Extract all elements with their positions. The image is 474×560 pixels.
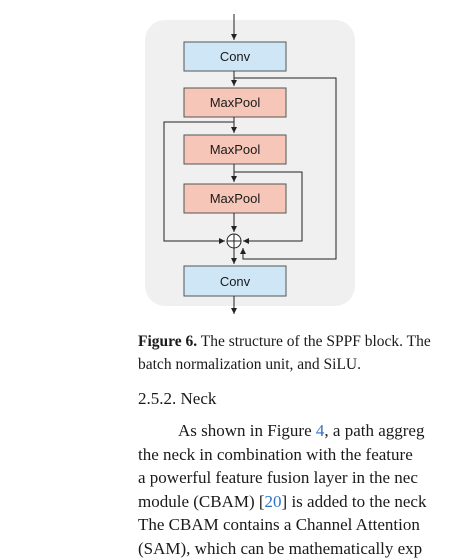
para-line-4-pre: module (CBAM) [ <box>138 492 265 511</box>
maxpool-1-label: MaxPool <box>210 95 261 110</box>
para-line-3: a powerful feature fusion layer in the n… <box>138 466 426 490</box>
para-line-1-pre: As shown in Figure <box>178 421 316 440</box>
section-heading: 2.5.2. Neck <box>138 389 216 409</box>
para-line-4: module (CBAM) [20] is added to the neck <box>138 490 426 514</box>
caption-label: Figure 6. <box>138 333 197 350</box>
figure-caption: Figure 6. The structure of the SPPF bloc… <box>138 330 474 376</box>
caption-line-2: batch normalization unit, and SiLU. <box>138 356 361 373</box>
para-line-2: the neck in combination with the feature <box>138 443 426 467</box>
para-line-5: The CBAM contains a Channel Attention <box>138 513 426 537</box>
body-paragraph: As shown in Figure 4, a path aggreg the … <box>138 419 426 560</box>
caption-text-1: The structure of the SPPF block. The <box>197 333 431 350</box>
para-line-4-post: ] is added to the neck <box>282 492 427 511</box>
para-line-6: (SAM), which can be mathematically exp <box>138 537 426 560</box>
maxpool-3-label: MaxPool <box>210 191 261 206</box>
para-line-1: As shown in Figure 4, a path aggreg <box>138 419 426 443</box>
maxpool-2-label: MaxPool <box>210 142 261 157</box>
conv-bottom-label: Conv <box>220 274 251 289</box>
sppf-diagram: Conv MaxPool MaxPool MaxPool Conv <box>0 0 474 330</box>
conv-top-label: Conv <box>220 49 251 64</box>
para-line-1-post: , a path aggreg <box>324 421 424 440</box>
caption-line-1: Figure 6. The structure of the SPPF bloc… <box>138 333 431 350</box>
citation-20-link[interactable]: 20 <box>265 492 282 511</box>
